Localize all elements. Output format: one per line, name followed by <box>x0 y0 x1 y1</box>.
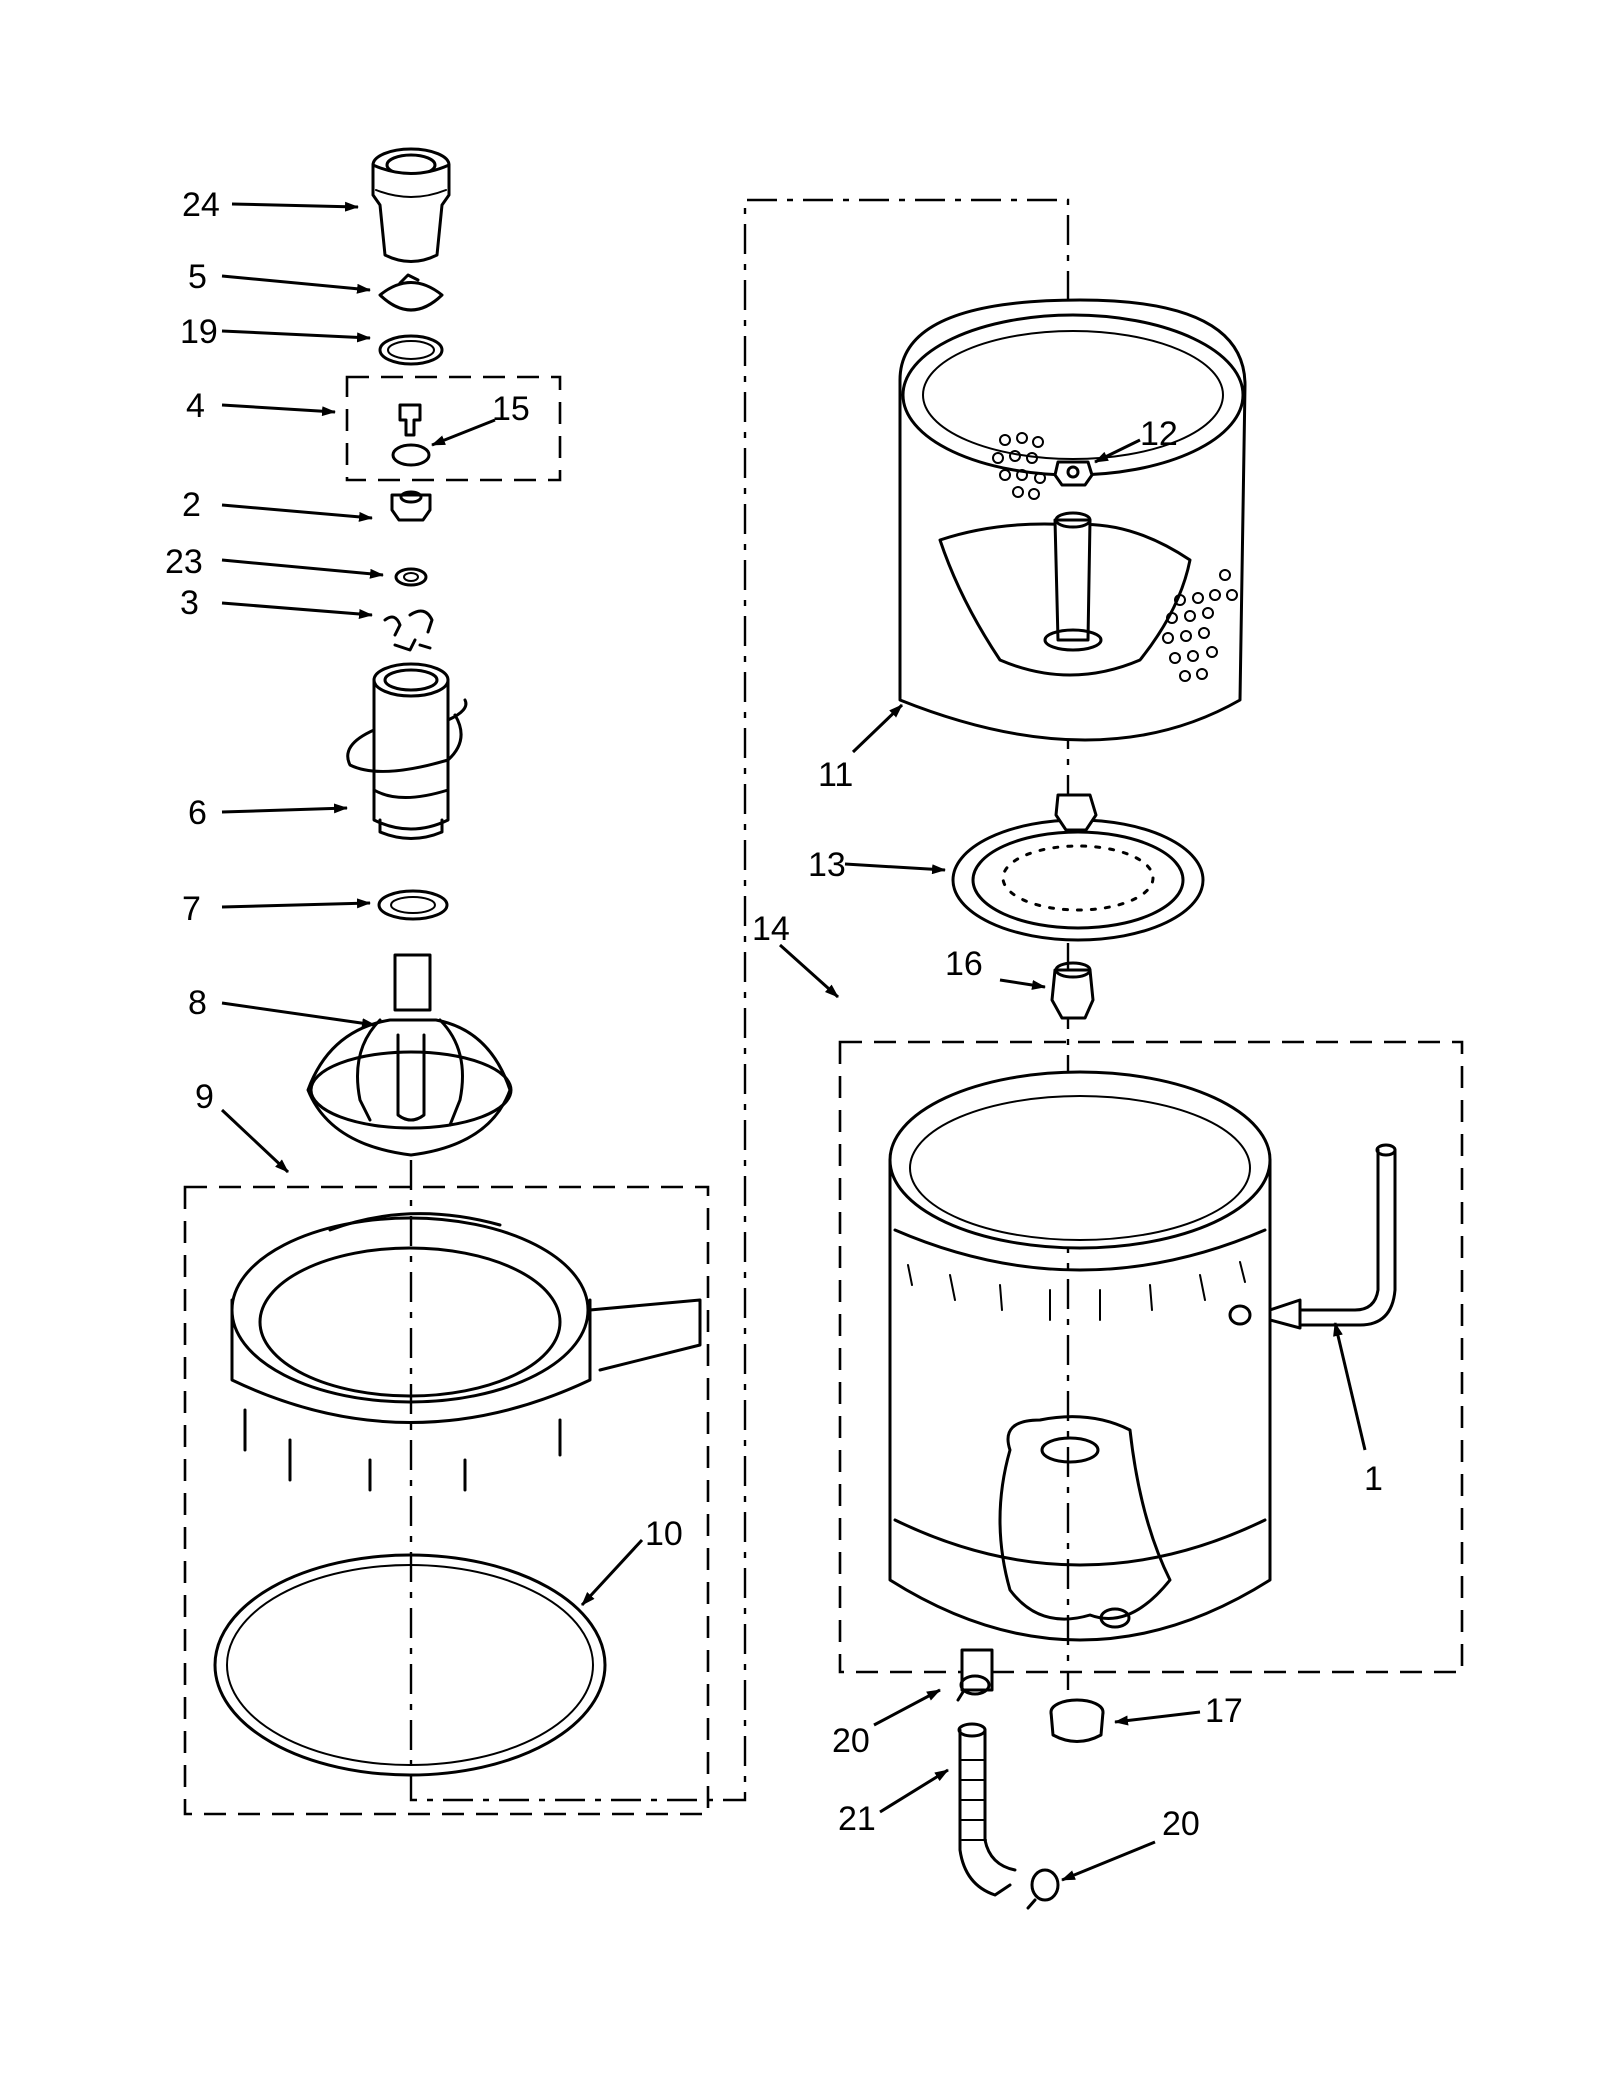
callout-24: 24 <box>182 186 220 224</box>
part-23-washer <box>394 567 428 587</box>
callout-14: 14 <box>752 910 790 948</box>
part-13-brake-plate <box>951 793 1205 942</box>
part-6-auger <box>346 662 468 840</box>
callout-2: 2 <box>182 486 201 524</box>
part-14-outer-tub-assembly <box>838 1040 1464 1692</box>
callout-13: 13 <box>808 846 846 884</box>
callout-5: 5 <box>188 258 207 296</box>
callout-21: 21 <box>838 1800 876 1838</box>
callout-6: 6 <box>188 794 207 832</box>
part-11-spin-basket <box>898 298 1247 742</box>
part-24-agitator-cap <box>371 147 451 263</box>
callout-20-lower: 20 <box>1162 1805 1200 1843</box>
part-12-nut <box>1053 460 1094 487</box>
callout-17: 17 <box>1205 1692 1243 1730</box>
callout-20-upper: 20 <box>832 1722 870 1760</box>
callout-12: 12 <box>1140 415 1178 453</box>
part-20-hose-clamp-upper <box>956 1674 991 1702</box>
callout-7: 7 <box>182 890 201 928</box>
leader-lines <box>220 201 1367 1882</box>
callout-11: 11 <box>818 756 853 794</box>
part-20-hose-clamp-lower <box>1026 1868 1060 1910</box>
callout-4: 4 <box>186 387 205 425</box>
part-21-drain-hose <box>957 1722 1017 1897</box>
part-17-drain-cap <box>1049 1698 1105 1743</box>
part-8-agitator-base <box>306 953 513 1157</box>
callout-10: 10 <box>645 1515 683 1553</box>
part-16-coupling <box>1050 961 1095 1020</box>
callout-9: 9 <box>195 1078 214 1116</box>
part-2-bearing <box>390 490 432 522</box>
callout-labels: 24 5 19 4 15 2 23 3 6 7 8 9 10 11 12 13 … <box>165 186 1383 1843</box>
callout-1: 1 <box>1364 1460 1383 1498</box>
part-9-tub-ring-assembly <box>183 1185 710 1816</box>
part-3-dogs <box>383 609 434 652</box>
callout-16: 16 <box>945 945 983 983</box>
callout-8: 8 <box>188 984 207 1022</box>
callout-19: 19 <box>180 313 218 351</box>
callout-3: 3 <box>180 584 199 622</box>
part-5-cam <box>378 273 444 312</box>
part-7-bearing-ring <box>377 889 449 921</box>
callout-15: 15 <box>492 390 530 428</box>
callout-23: 23 <box>165 543 203 581</box>
part-1-inlet-hose <box>1268 1143 1397 1330</box>
part-4-kit-box <box>345 375 562 482</box>
part-19-seal-ring <box>378 334 444 366</box>
